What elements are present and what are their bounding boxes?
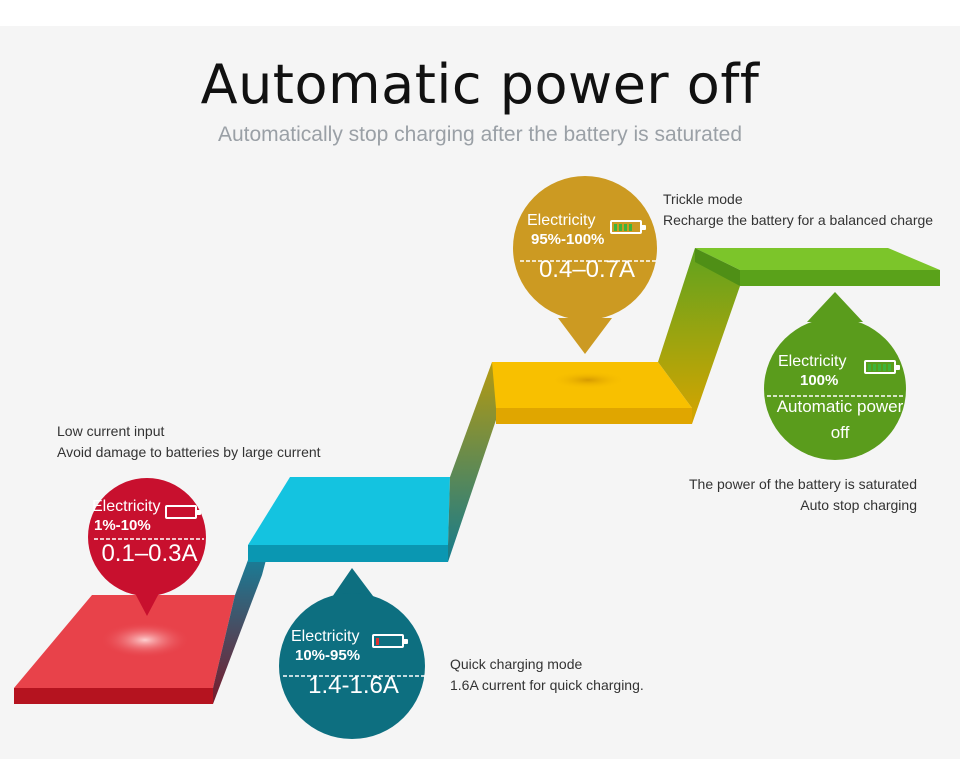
battery-cell xyxy=(873,364,876,371)
note-saturated: The power of the battery is saturated Au… xyxy=(660,474,917,516)
battery-low-icon xyxy=(372,634,408,648)
bubble-gold-current: 0.4–0.7A xyxy=(538,256,636,283)
green-step-front xyxy=(740,270,940,286)
note-trickle: Trickle mode Recharge the battery for a … xyxy=(663,189,933,231)
note-saturated-desc: Auto stop charging xyxy=(800,497,917,513)
bubble-red-label: Electricity xyxy=(92,498,161,515)
note-trickle-title: Trickle mode xyxy=(663,191,743,207)
page-title: Automatic power off xyxy=(200,53,760,116)
bubble-green-content: Electricity 100% Automatic power off xyxy=(770,352,910,446)
bubble-red-level: 1%-10% xyxy=(94,517,151,534)
bubble-red xyxy=(88,478,206,596)
battery-cell xyxy=(868,364,871,371)
green-step-top xyxy=(695,248,940,270)
battery-cell xyxy=(614,224,617,231)
bubble-gold-content: Electricity 95%-100% 0.4–0.7A xyxy=(527,211,647,285)
cyan-step-top xyxy=(248,477,450,545)
battery-empty-icon xyxy=(165,505,201,519)
battery-cell xyxy=(629,224,632,231)
riser-red-cyan xyxy=(213,560,266,704)
battery-cell xyxy=(624,224,627,231)
bubble-green-level: 100% xyxy=(800,372,839,389)
top-strip xyxy=(0,0,960,26)
battery-full-icon xyxy=(864,360,900,374)
note-quick-charging-title: Quick charging mode xyxy=(450,656,583,672)
bubble-teal-current: 1.4-1.6A xyxy=(308,672,399,699)
note-low-current-title: Low current input xyxy=(57,423,165,439)
bubble-teal-label: Electricity xyxy=(291,628,360,645)
bubble-teal-level: 10%-95% xyxy=(295,647,361,664)
bubble-gold xyxy=(513,176,657,320)
bubble-teal-content: Electricity 10%-95% 1.4-1.6A xyxy=(291,627,416,701)
yellow-step-front xyxy=(496,408,692,424)
bubble-red-current: 0.1–0.3A xyxy=(101,540,198,567)
note-low-current-desc: Avoid damage to batteries by large curre… xyxy=(57,444,321,460)
bubble-gold-pointer xyxy=(558,318,612,354)
battery-low-cell xyxy=(376,638,379,645)
page-subtitle: Automatically stop charging after the ba… xyxy=(217,123,743,146)
bubble-green xyxy=(764,318,906,460)
riser-yellow-green xyxy=(658,248,740,424)
bubble-green-pointer xyxy=(807,292,863,322)
note-trickle-desc: Recharge the battery for a balanced char… xyxy=(663,212,934,228)
bubble-green-label: Electricity xyxy=(778,353,847,370)
note-quick-charging: Quick charging mode 1.6A current for qui… xyxy=(450,654,644,696)
battery-cell xyxy=(888,364,891,371)
bubble-gold-level: 95%-100% xyxy=(531,231,605,248)
battery-cell xyxy=(878,364,881,371)
bubble-green-status-line-2: off xyxy=(830,423,850,442)
yellow-step-glow xyxy=(550,371,626,389)
riser-cyan-yellow xyxy=(448,362,496,562)
battery-cell xyxy=(883,364,886,371)
red-step-glow xyxy=(100,622,190,658)
cyan-step-front xyxy=(248,545,448,562)
bubble-green-status-line-1: Automatic power xyxy=(776,397,904,416)
green-step-side xyxy=(695,248,740,286)
red-step-front xyxy=(14,688,213,704)
bubble-gold-label: Electricity xyxy=(527,212,596,229)
bubble-teal xyxy=(279,593,425,739)
note-saturated-title: The power of the battery is saturated xyxy=(688,476,917,492)
battery-almost-full-icon xyxy=(610,220,646,234)
note-quick-charging-desc: 1.6A current for quick charging. xyxy=(450,677,644,693)
battery-cell xyxy=(619,224,622,231)
bubble-teal-pointer xyxy=(330,568,376,600)
note-low-current: Low current input Avoid damage to batter… xyxy=(57,421,321,463)
bubble-red-content: Electricity 1%-10% 0.1–0.3A xyxy=(92,497,207,569)
